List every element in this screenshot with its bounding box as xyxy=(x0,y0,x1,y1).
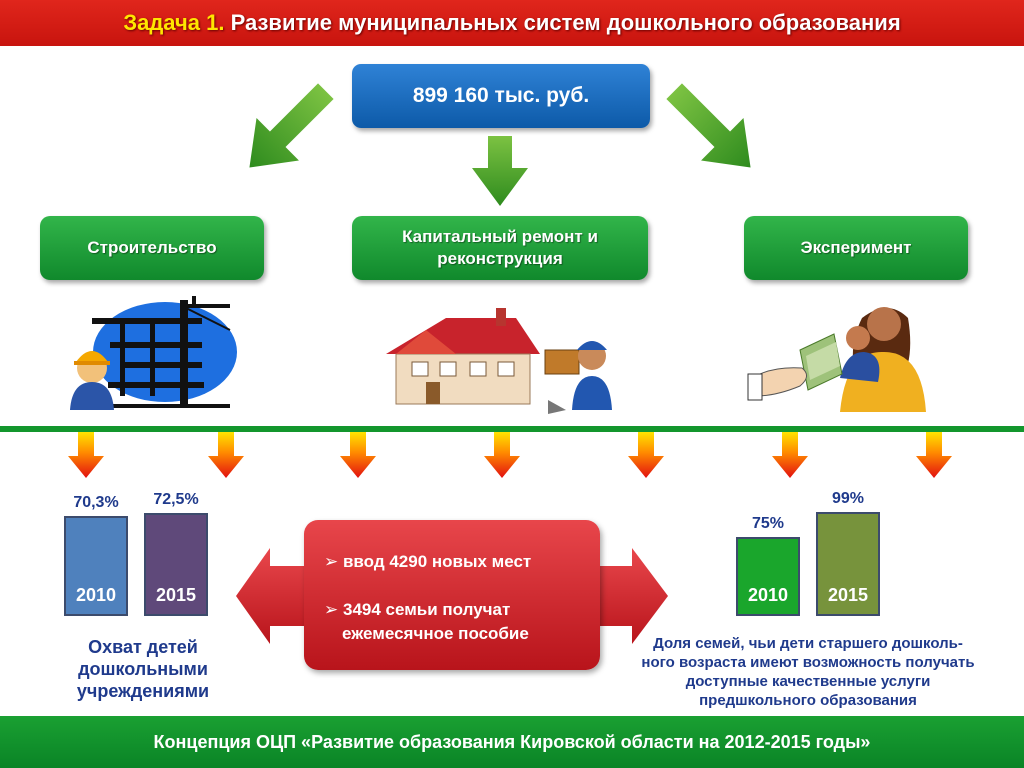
right-caption-line: ного возраста имеют возможность получать xyxy=(641,654,975,671)
right-chart-caption: Доля семей, чьи дети старшего дошколь- н… xyxy=(600,634,1016,710)
repair-box: Капитальный ремонт и реконструкция xyxy=(352,216,648,280)
title-text: Развитие муниципальных систем дошкольног… xyxy=(230,10,901,35)
outcome-item-1-text: ввод 4290 новых мест xyxy=(342,552,532,571)
outcomes-box: ➢ ввод 4290 новых мест ➢ 3494 семьи полу… xyxy=(304,520,600,670)
footer-text: Концепция ОЦП «Развитие образования Киро… xyxy=(153,732,871,752)
right-bar-2015: 2015 xyxy=(816,512,880,616)
red-down-arrow-icon xyxy=(772,432,808,478)
experiment-box: Эксперимент xyxy=(744,216,968,280)
arrow-down-right-icon xyxy=(666,83,751,168)
separator-line xyxy=(0,426,1024,432)
construction-box: Строительство xyxy=(40,216,264,280)
left-caption-line: учреждениями xyxy=(76,681,210,701)
page-title: Задача 1. Развитие муниципальных систем … xyxy=(0,0,1024,46)
house-repair-worker-icon xyxy=(386,308,612,414)
repair-label-line2: реконструкция xyxy=(437,249,563,268)
construction-crane-worker-icon xyxy=(70,296,237,410)
red-down-arrow-icon xyxy=(916,432,952,478)
red-down-arrow-icon xyxy=(340,432,376,478)
outcome-item-2: ➢ 3494 семьи получат xyxy=(324,600,510,620)
red-down-arrow-icon xyxy=(208,432,244,478)
red-down-arrow-icon xyxy=(68,432,104,478)
family-money-icon xyxy=(747,307,926,412)
red-down-arrow-icon xyxy=(484,432,520,478)
left-chart-caption: Охват детей дошкольными учреждениями xyxy=(38,636,248,702)
outcome-item-2-cont: ежемесячное пособие xyxy=(342,624,529,643)
outcome-item-1: ➢ ввод 4290 новых мест xyxy=(324,552,531,572)
right-caption-line: Доля семей, чьи дети старшего дошколь- xyxy=(653,635,963,652)
right-bar-2015-year: 2015 xyxy=(827,585,869,605)
left-caption-line: Охват детей xyxy=(88,637,198,657)
budget-box: 899 160 тыс. руб. xyxy=(352,64,650,128)
left-caption-line: дошкольными xyxy=(78,659,208,679)
footer-bar: Концепция ОЦП «Развитие образования Киро… xyxy=(0,716,1024,768)
right-caption-line: предшкольного образования xyxy=(699,692,917,709)
outcome-item-2-line1: 3494 семьи получат xyxy=(342,600,511,619)
title-prefix: Задача 1. xyxy=(123,10,225,35)
arrow-down-left-icon xyxy=(249,83,334,168)
arrow-down-icon xyxy=(472,136,528,206)
red-down-arrow-icon xyxy=(628,432,664,478)
title-bar: Задача 1. Развитие муниципальных систем … xyxy=(0,0,1024,46)
right-bar-2010-label: 75% xyxy=(751,515,785,532)
left-bar-2010-label: 70,3% xyxy=(73,494,119,511)
left-bar-2015: 2015 xyxy=(144,513,208,616)
right-caption-line: доступные качественные услуги xyxy=(685,673,931,690)
left-bar-2015-label: 72,5% xyxy=(153,491,199,508)
repair-label-line1: Капитальный ремонт и xyxy=(402,227,598,246)
right-bar-2010-year: 2010 xyxy=(747,585,789,605)
right-bar-2015-label: 99% xyxy=(831,490,865,507)
chevron-right-icon: ➢ xyxy=(324,600,339,619)
arrow-left-icon xyxy=(236,548,308,644)
left-bar-2010-year: 2010 xyxy=(75,585,117,605)
arrow-right-icon xyxy=(596,548,668,644)
left-bar-2015-year: 2015 xyxy=(155,585,197,605)
red-down-arrows xyxy=(68,432,952,478)
chevron-right-icon: ➢ xyxy=(324,552,339,571)
right-bar-2010: 2010 xyxy=(736,537,800,616)
left-bar-2010: 2010 xyxy=(64,516,128,616)
